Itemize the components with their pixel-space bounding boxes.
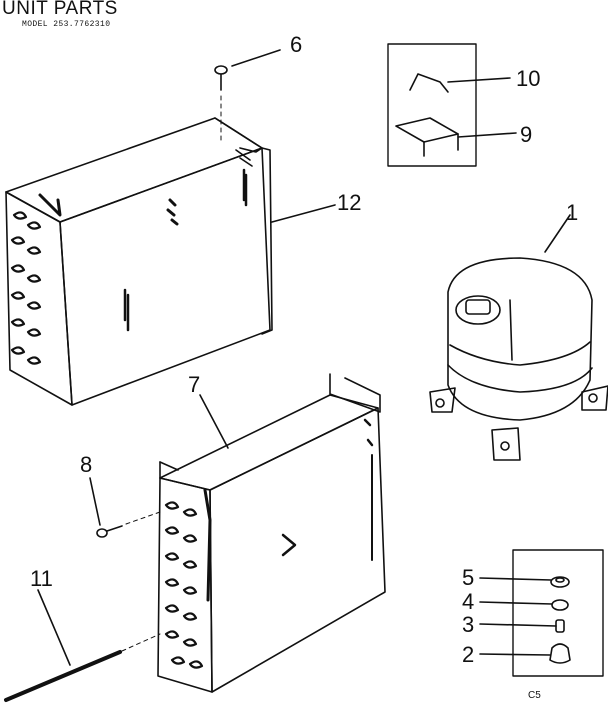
drain-tube: [4, 589, 161, 702]
screw-8: [89, 477, 161, 538]
callout-6: 6: [290, 32, 302, 57]
mounting-hardware-box: [479, 549, 604, 677]
callout-7: 7: [188, 372, 200, 397]
condenser-coil: [157, 373, 386, 693]
callout-1: 1: [566, 200, 578, 225]
callout-8: 8: [80, 452, 92, 477]
callout-9: 9: [520, 122, 532, 147]
callout-2: 2: [462, 642, 474, 667]
page-code: C5: [528, 690, 541, 701]
callout-3: 3: [462, 612, 474, 637]
bracket-parts-box: [387, 43, 517, 167]
evaporator-coil: [5, 117, 273, 406]
model-number: MODEL 253.7762310: [22, 20, 111, 29]
callout-11: 11: [30, 566, 53, 591]
callout-5: 5: [462, 565, 474, 590]
callout-4: 4: [462, 589, 474, 614]
screw-6: [214, 49, 281, 141]
diagram-title: UNIT PARTS: [2, 0, 118, 19]
callout-10: 10: [516, 66, 540, 91]
callout-12: 12: [337, 190, 361, 215]
compressor: [429, 214, 608, 461]
